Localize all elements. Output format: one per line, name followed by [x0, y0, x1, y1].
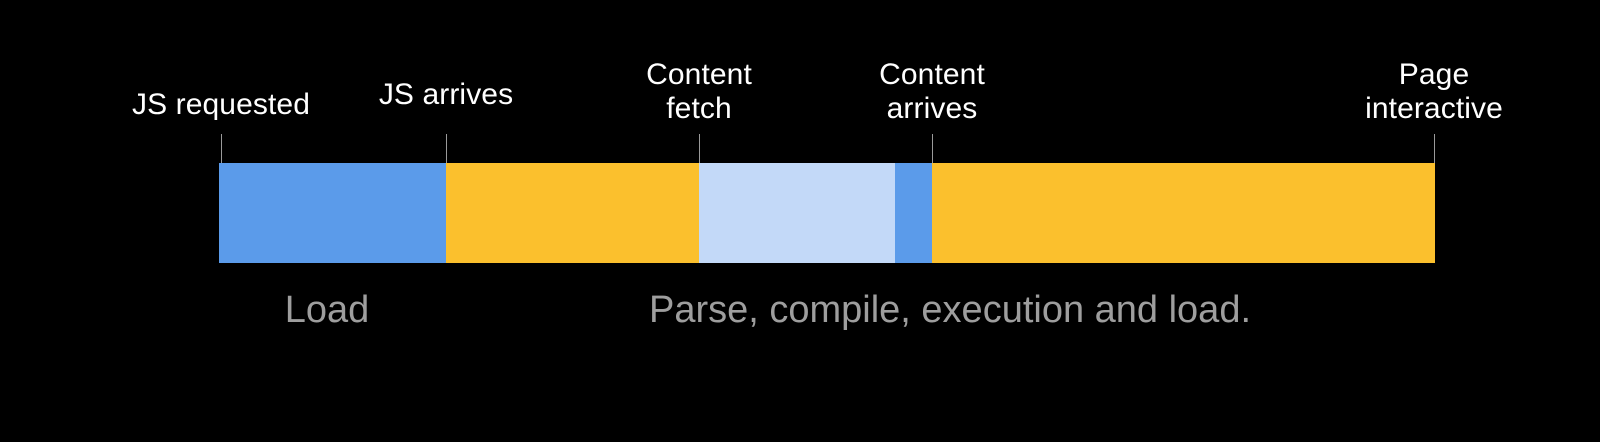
marker-label-js-arrives: JS arrives — [378, 78, 514, 111]
timeline-bar — [219, 163, 1435, 263]
caption-parse-compile: Parse, compile, execution and load. — [648, 289, 1252, 331]
tick-content-arrives — [932, 134, 933, 163]
caption-load: Load — [284, 289, 370, 331]
segment-js-download — [219, 163, 446, 263]
marker-label-js-requested: JS requested — [132, 88, 310, 121]
marker-label-page-interactive: Page interactive — [1365, 58, 1503, 125]
tick-page-interactive — [1434, 134, 1435, 163]
tick-js-arrives — [446, 134, 447, 163]
tick-content-fetch — [699, 134, 700, 163]
tick-js-requested — [221, 134, 222, 163]
segment-content-download — [895, 163, 932, 263]
marker-label-content-arrives: Content arrives — [879, 58, 985, 125]
segment-content-execute-load — [932, 163, 1435, 263]
segment-js-parse-compile — [446, 163, 699, 263]
marker-label-content-fetch: Content fetch — [646, 58, 752, 125]
segment-content-fetch-wait — [699, 163, 895, 263]
